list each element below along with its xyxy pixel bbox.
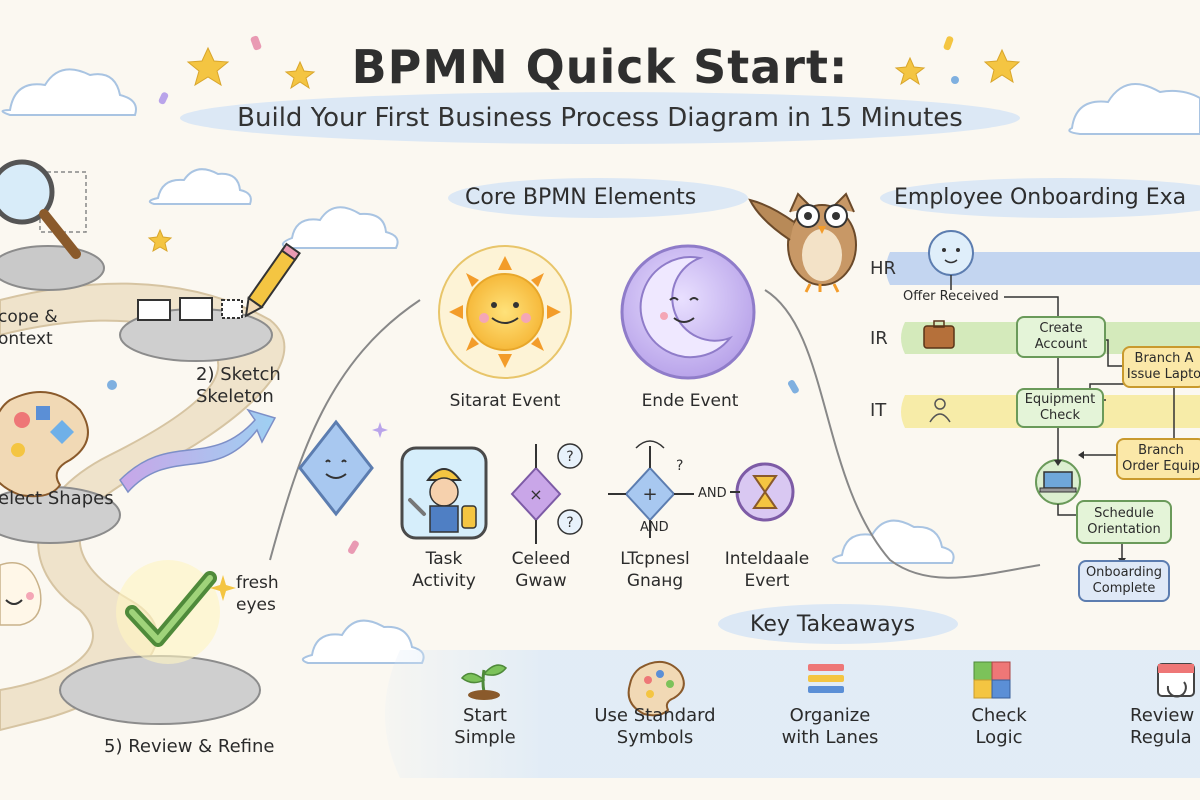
step-select-shapes-label: elect Shapes xyxy=(0,488,114,509)
end-event-label: Ende Event xyxy=(641,391,739,411)
lane-label-hr: HR xyxy=(870,258,897,279)
cloud-icon xyxy=(1,68,137,116)
onboarding-complete-box: Onboarding Complete xyxy=(1078,560,1170,602)
briefcase-icon xyxy=(923,320,955,349)
takeaways-heading-wash xyxy=(718,604,958,644)
start-event-label: Sitarat Event xyxy=(449,391,561,411)
confetti xyxy=(158,92,169,105)
lane-label-it: IT xyxy=(870,400,887,421)
lane-label-ir: IR xyxy=(870,328,888,349)
task-activity-label: Task Activity xyxy=(412,549,476,591)
hourglass-icon xyxy=(735,462,795,522)
cloud-icon xyxy=(301,619,425,664)
sun-icon xyxy=(438,245,572,379)
step-review-label: 5) Review & Refine xyxy=(104,736,275,757)
svg-text:?: ? xyxy=(566,515,573,531)
cloud-icon xyxy=(1068,83,1200,135)
parallel-gateway-label: LTcpnesl Gnaнg xyxy=(620,549,690,591)
subtitle-wash xyxy=(180,92,1020,144)
equipment-check-box: Equipment Check xyxy=(1016,388,1104,428)
smiley-icon xyxy=(0,562,42,626)
connector-line xyxy=(269,299,421,561)
and-label-2: AND xyxy=(640,520,669,535)
owl-mascot-icon xyxy=(748,192,857,293)
puzzle-icon xyxy=(973,661,1011,699)
arrow-icon xyxy=(119,408,277,494)
palette-icon xyxy=(627,661,685,717)
takeaway-review-regularly: Review Regula xyxy=(1130,705,1195,748)
example-heading: Employee Onboarding Exa xyxy=(894,185,1187,210)
confetti xyxy=(943,36,954,51)
worker-task-icon xyxy=(400,446,488,540)
step-scope-label: cope & ontext xyxy=(0,307,58,349)
confetti xyxy=(250,35,262,51)
parallel-gateway-icon: + ? xyxy=(608,440,694,538)
page-subtitle: Build Your First Business Process Diagra… xyxy=(237,103,963,133)
svg-text:?: ? xyxy=(566,449,573,465)
confetti xyxy=(107,380,117,390)
star-icon xyxy=(983,48,1021,84)
confetti xyxy=(788,380,799,394)
step-sketch-label: 2) Sketch Skeleton xyxy=(196,364,281,407)
star-icon xyxy=(284,60,316,90)
calendar-icon xyxy=(1157,663,1195,698)
confetti xyxy=(951,76,959,84)
core-elements-heading: Core BPMN Elements xyxy=(465,185,697,210)
intermediate-event-label: Inteldaale Evert xyxy=(724,549,810,591)
branch-a-box: Branch A Issue Lapto xyxy=(1122,346,1200,388)
sparkle-icon xyxy=(210,575,236,601)
sparkle-icon xyxy=(372,422,388,438)
svg-text:×: × xyxy=(529,485,542,504)
sprout-icon xyxy=(460,664,508,700)
and-label: AND xyxy=(698,486,727,501)
page-title: BPMN Quick Start: xyxy=(351,40,849,94)
magnifier-icon xyxy=(0,159,87,259)
star-icon xyxy=(186,46,230,87)
takeaway-organize-lanes: Organize with Lanes xyxy=(781,705,879,748)
stepping-stone xyxy=(0,245,105,291)
svg-text:?: ? xyxy=(676,458,683,474)
offer-received-label: Offer Received xyxy=(903,289,999,304)
takeaway-standard-symbols: Use Standard Symbols xyxy=(594,705,716,748)
star-icon xyxy=(894,56,926,86)
moon-icon xyxy=(620,244,756,380)
schedule-orientation-box: Schedule Orientation xyxy=(1076,500,1172,544)
sketch-skeleton-icon xyxy=(137,297,243,321)
fresh-eyes-label: fresh eyes xyxy=(236,573,279,615)
person-icon xyxy=(929,398,951,423)
example-heading-wash xyxy=(880,178,1200,218)
confetti xyxy=(348,540,359,554)
lanes-icon xyxy=(808,664,844,693)
process-path xyxy=(0,282,286,732)
cloud-icon xyxy=(148,168,252,205)
exclusive-gateway-label: Celeed Gwaw xyxy=(511,549,571,591)
gateway-diamond-icon xyxy=(298,419,374,517)
stepping-stone xyxy=(59,655,261,725)
cloud-icon xyxy=(281,206,399,249)
branch-b-box: Branch Order Equip xyxy=(1116,438,1200,480)
start-event-icon xyxy=(928,230,974,276)
star-icon xyxy=(147,228,173,253)
create-account-box: Create Account xyxy=(1016,316,1106,358)
checkmark-icon xyxy=(116,560,220,664)
cloud-icon xyxy=(831,519,955,564)
takeaway-check-logic: Check Logic xyxy=(971,705,1027,748)
pencil-icon xyxy=(244,242,301,318)
core-heading-wash xyxy=(448,178,748,218)
key-takeaways-heading: Key Takeaways xyxy=(750,612,916,637)
connector-line xyxy=(764,289,1041,579)
laptop-icon xyxy=(1035,459,1081,505)
svg-text:+: + xyxy=(642,484,657,505)
takeaway-start-simple: Start Simple xyxy=(454,705,516,748)
palette-icon xyxy=(0,391,89,498)
exclusive-gateway-icon: × ? ? xyxy=(510,443,583,544)
